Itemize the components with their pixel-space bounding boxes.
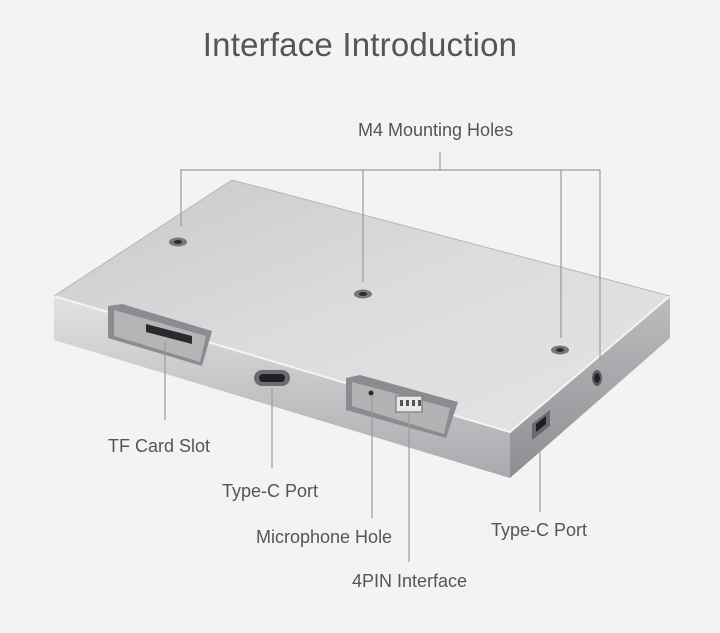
leader-mounting-holes	[180, 169, 601, 360]
page-title: Interface Introduction	[202, 26, 518, 63]
mounting-holes	[169, 237, 569, 355]
mounting-hole-right	[551, 345, 569, 355]
side-usb-c-port	[532, 410, 550, 440]
label-tf-card-slot: TF Card Slot	[108, 436, 211, 456]
side-round-hole	[592, 370, 602, 386]
mounting-hole-center	[354, 289, 372, 299]
tf-card-slot-opening	[146, 324, 192, 344]
front-usb-c-port	[254, 370, 290, 386]
device-side-face	[510, 296, 670, 478]
label-microphone-hole: Microphone Hole	[256, 527, 393, 547]
label-4pin-interface: 4PIN Interface	[352, 571, 468, 591]
pin-recess	[346, 375, 458, 438]
label-type-c-port-side: Type-C Port	[491, 520, 588, 540]
leader-lines	[164, 152, 601, 562]
mounting-hole-left	[169, 237, 187, 247]
device-top-plate	[54, 180, 670, 432]
label-mounting-holes: M4 Mounting Holes	[358, 120, 514, 140]
tf-card-recess	[108, 304, 212, 366]
label-type-c-port-front: Type-C Port	[222, 481, 319, 501]
microphone-hole-dot	[368, 390, 374, 396]
